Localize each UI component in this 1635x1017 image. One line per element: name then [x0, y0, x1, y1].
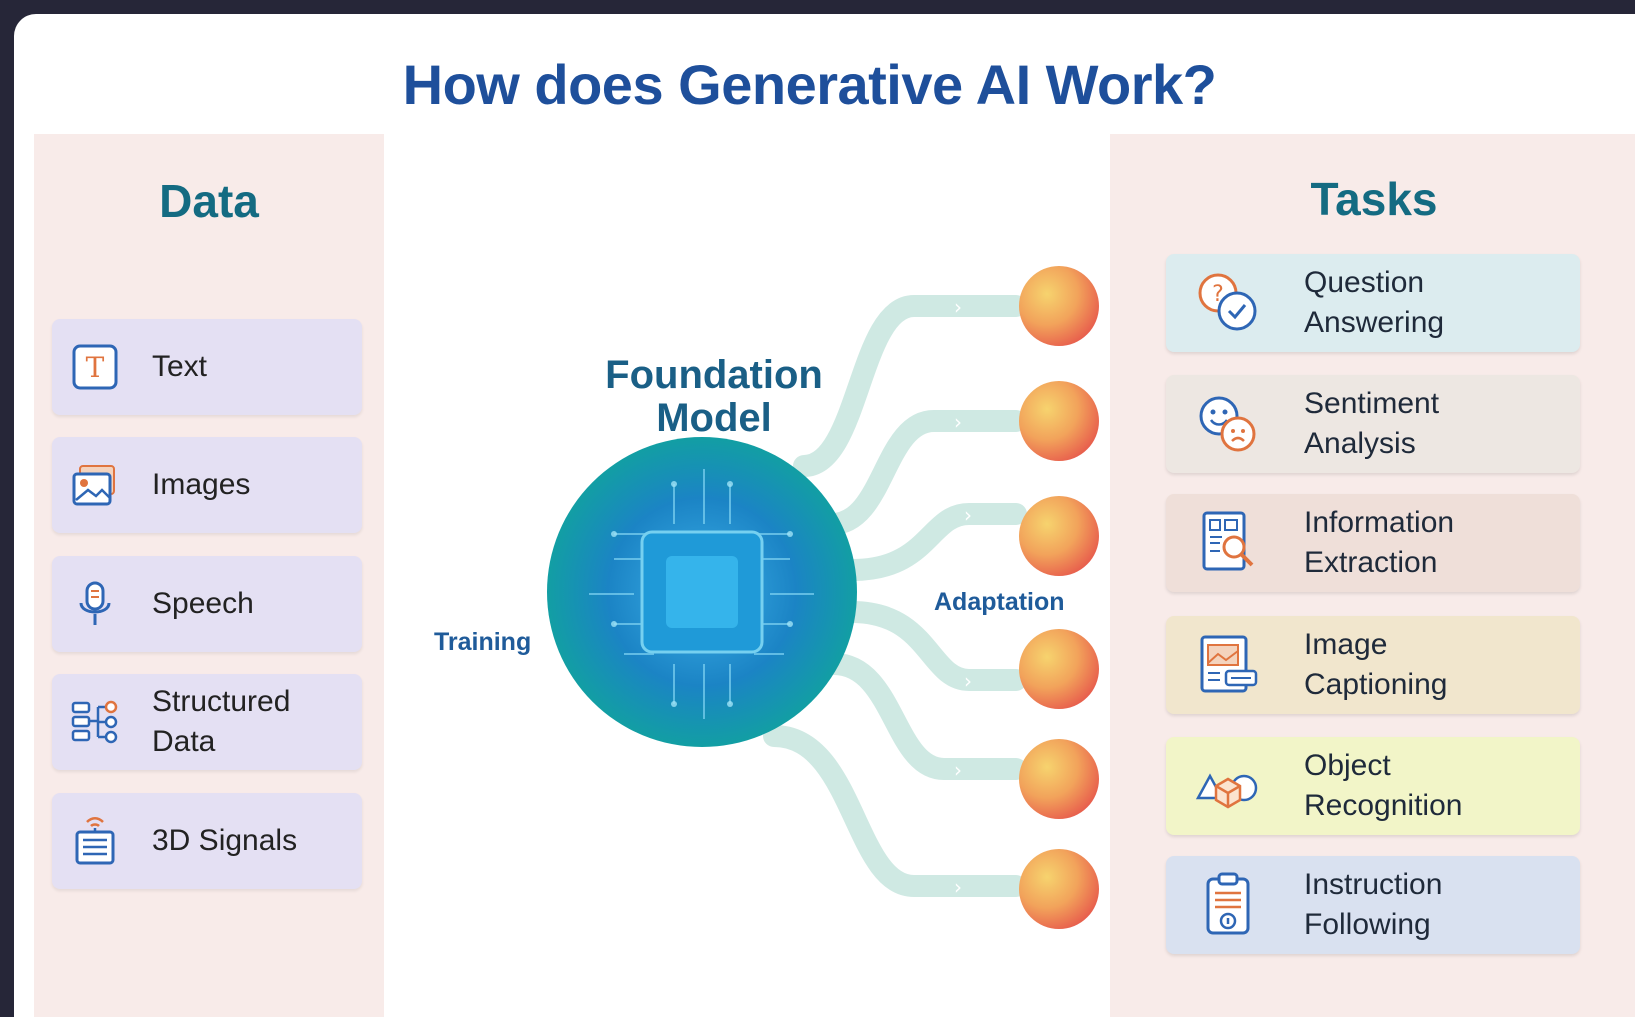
data-item-speech: Speech [52, 556, 362, 652]
task-label: Image Captioning [1304, 628, 1448, 701]
page-title: How does Generative AI Work? [402, 53, 1217, 116]
question-answering-icon: ? [1198, 273, 1257, 331]
data-heading: Data [159, 175, 259, 227]
data-item-structured-data: Structured Data [52, 674, 362, 770]
microphone-icon [79, 581, 111, 625]
data-item-3d-signals: 3D Signals [52, 793, 362, 889]
adaptation-arrow-icon: › [954, 410, 962, 434]
adaptation-arrow-icon: › [964, 503, 972, 527]
tasks-heading: Tasks [1310, 173, 1438, 225]
instruction-following-icon [1206, 872, 1250, 935]
data-item-label: Structured Data [152, 685, 291, 758]
output-node [1019, 849, 1099, 929]
output-node [1019, 381, 1099, 461]
task-label: Question Answering [1304, 266, 1445, 339]
adaptation-stream-2 [821, 410, 1027, 535]
flow-diagram: › › › › › › › [399, 266, 1099, 929]
adaptation-stream-1 [793, 295, 1027, 477]
task-object-recognition: Object Recognition [1166, 737, 1580, 835]
training-arrow-icon: › [492, 585, 500, 609]
adaptation-stream-5 [823, 653, 1027, 780]
data-item-images: Images [52, 437, 362, 533]
output-node [1019, 629, 1099, 709]
training-label: Training [434, 628, 532, 656]
structured-data-icon [71, 700, 118, 744]
foundation-model-circle [547, 437, 857, 747]
foundation-model-title: Foundation Model [605, 353, 823, 440]
text-icon: T [72, 344, 118, 390]
output-node [1019, 266, 1099, 346]
adaptation-arrow-icon: › [954, 295, 962, 319]
adaptation-stream-4 [841, 601, 1027, 691]
svg-text:T: T [86, 351, 105, 384]
signals-icon [75, 817, 115, 865]
data-item-label: 3D Signals [152, 824, 298, 857]
adaptation-stream-3 [841, 503, 1027, 581]
sentiment-icon [1199, 396, 1256, 452]
adaptation-label: Adaptation [934, 588, 1065, 616]
data-item-label: Images [152, 468, 251, 501]
task-information-extraction: Information Extraction [1166, 494, 1580, 592]
task-question-answering: ? Question Answering [1166, 254, 1580, 352]
image-captioning-icon [1200, 635, 1258, 693]
adaptation-arrow-icon: › [954, 875, 962, 899]
task-label: Information Extraction [1304, 506, 1455, 579]
task-label: Object Recognition [1304, 749, 1463, 822]
data-item-label: Speech [152, 587, 254, 620]
adaptation-arrow-icon: › [964, 669, 972, 693]
data-item-text: T Text [52, 319, 362, 415]
task-sentiment-analysis: Sentiment Analysis [1166, 375, 1580, 473]
diagram-frame: How does Generative AI Work? Data Tasks … [14, 14, 1635, 1017]
object-recognition-icon [1195, 773, 1258, 809]
output-node [1019, 739, 1099, 819]
task-label: Sentiment Analysis [1304, 387, 1440, 460]
adaptation-arrow-icon: › [954, 758, 962, 782]
adaptation-stream-6 [763, 725, 1027, 897]
task-image-captioning: Image Captioning [1166, 616, 1580, 714]
information-extraction-icon [1202, 511, 1254, 571]
task-label: Instruction Following [1304, 868, 1443, 941]
svg-text:?: ? [1212, 282, 1224, 307]
task-instruction-following: Instruction Following [1166, 856, 1580, 954]
image-icon [72, 465, 115, 506]
output-node [1019, 496, 1099, 576]
data-item-label: Text [152, 350, 208, 383]
